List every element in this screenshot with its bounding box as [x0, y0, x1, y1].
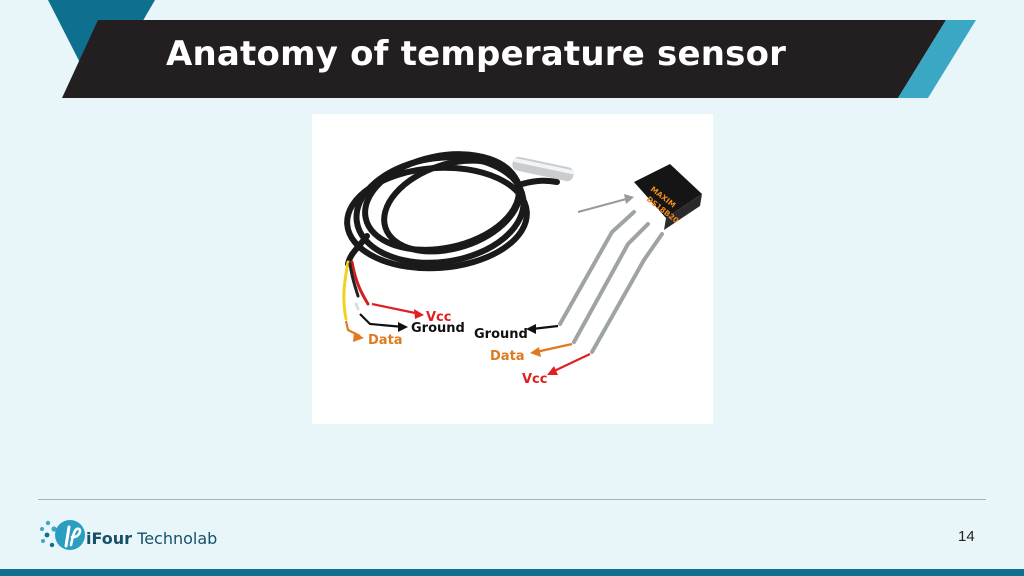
page-title: Anatomy of temperature sensor: [166, 34, 787, 74]
company-logo: [38, 515, 238, 559]
sensor-figure: Vcc Ground Data MAXIM DS18B20: [312, 114, 713, 424]
cable-arrows: [344, 302, 424, 342]
logo-mark-icon: [40, 520, 85, 550]
coiled-cable: [344, 151, 560, 272]
title-bar: Anatomy of temperature sensor: [0, 0, 1024, 110]
steel-probe: [512, 156, 574, 182]
bottom-stripe: [0, 569, 1024, 576]
cable-wires: [342, 260, 370, 321]
cable-label-ground: Ground: [411, 321, 465, 336]
ds18b20-chip: MAXIM DS18B20: [634, 164, 702, 230]
title-banner: [62, 20, 946, 98]
logo-wordmark: iFour Technolab: [86, 529, 217, 548]
cable-label-vcc: Vcc: [426, 310, 451, 325]
chip-legs: [558, 210, 664, 354]
cable-label-data: Data: [368, 333, 403, 348]
page-number: 14: [958, 528, 975, 545]
logo-brand: iFour: [86, 529, 133, 548]
title-accent-right: [898, 20, 976, 98]
chip-label-data: Data: [490, 349, 525, 364]
chip-label-ground: Ground: [474, 327, 528, 342]
footer-divider: [38, 499, 986, 500]
sensor-illustration: Vcc Ground Data MAXIM DS18B20: [342, 151, 702, 387]
title-bar-shapes: [48, 0, 976, 98]
chip-label-vcc: Vcc: [522, 372, 547, 387]
logo-suffix: Technolab: [137, 529, 218, 548]
chip-arrows: [526, 324, 591, 375]
probe-to-chip-arrow: [577, 194, 634, 213]
